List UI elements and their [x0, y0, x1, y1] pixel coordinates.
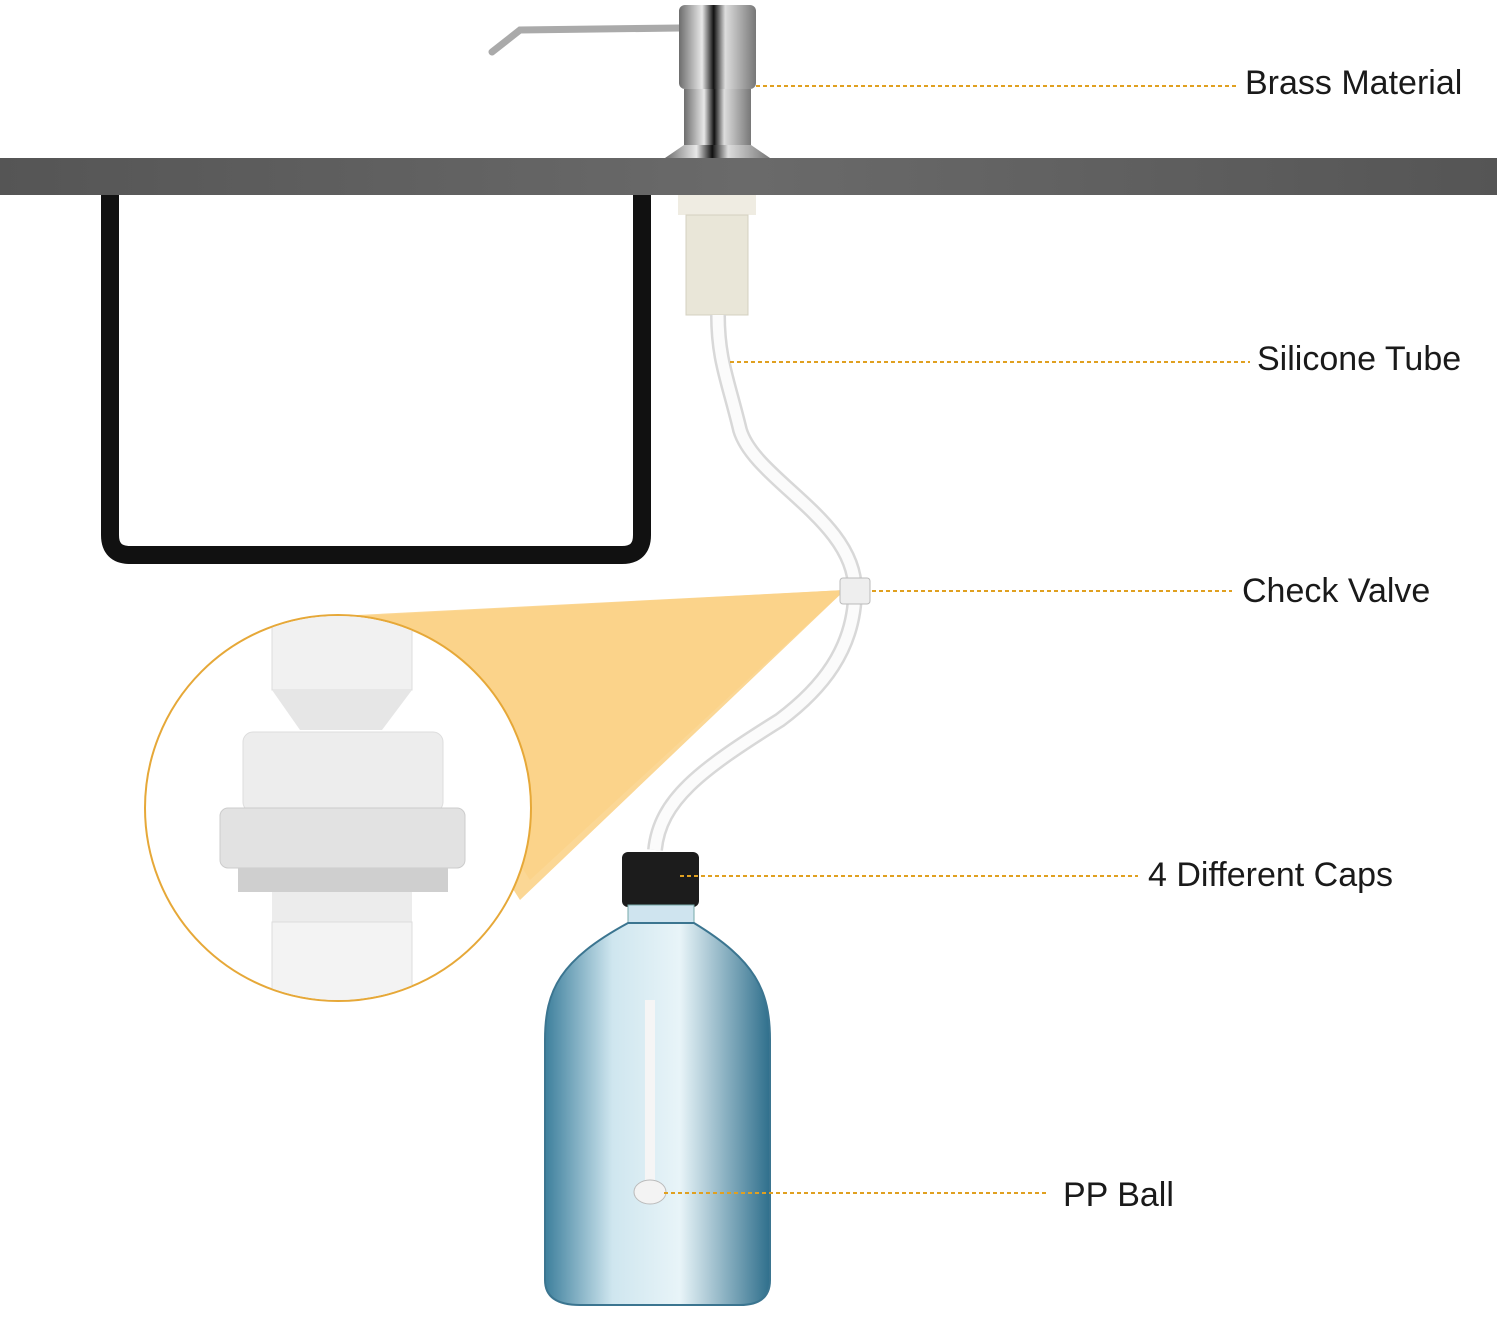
threaded-shank: [678, 195, 756, 316]
pp-ball: [633, 1179, 667, 1205]
leader-lines: [664, 85, 1250, 1194]
sink-outline: [101, 195, 651, 564]
label-silicone-tube: Silicone Tube: [1257, 340, 1462, 378]
silicone-tube: [647, 314, 864, 852]
label-pp-ball: PP Ball: [1063, 1176, 1174, 1214]
label-caps: 4 Different Caps: [1148, 856, 1394, 894]
countertop: [0, 158, 1497, 195]
label-brass-material: Brass Material: [1245, 64, 1463, 102]
water-bottle: [544, 852, 771, 1306]
check-valve: [839, 577, 871, 605]
brass-dispenser: [488, 5, 770, 158]
check-valve-closeup: [219, 616, 466, 1000]
label-check-valve: Check Valve: [1242, 572, 1431, 610]
